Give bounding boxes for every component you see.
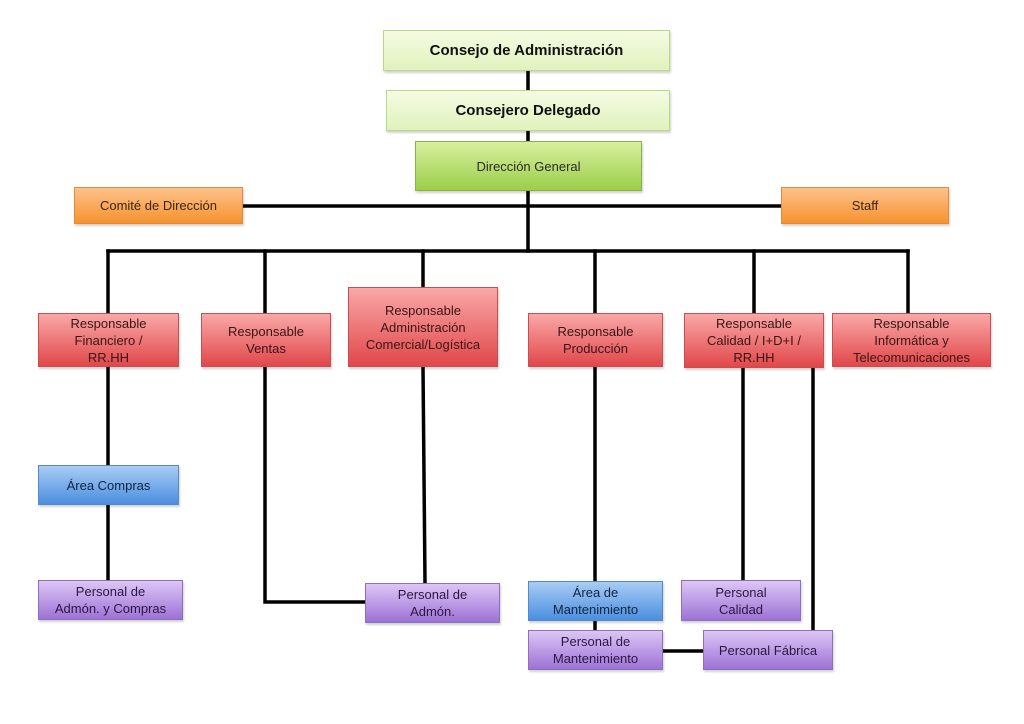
node-area-mantenimiento: Área de Mantenimiento (528, 581, 663, 621)
node-comite-direccion: Comité de Dirección (74, 187, 243, 224)
node-label: Personal de Admón. y Compras (54, 584, 167, 616)
node-label: Responsable Informática y Telecomunicaci… (852, 315, 971, 365)
node-resp-admin-comercial: Responsable Administración Comercial/Log… (348, 287, 498, 367)
node-label: Consejo de Administración (429, 42, 624, 59)
node-label: Responsable Financiero / RR.HH (70, 315, 147, 365)
node-personal-mantenimiento: Personal de Mantenimiento (528, 630, 663, 670)
node-resp-ventas: Responsable Ventas (201, 313, 331, 367)
node-label: Área de Mantenimiento (552, 585, 639, 617)
node-direccion-general: Dirección General (415, 141, 642, 191)
node-resp-produccion: Responsable Producción (528, 313, 663, 367)
node-resp-calidad: Responsable Calidad / I+D+I / RR.HH (684, 313, 824, 368)
node-label: Comité de Dirección (99, 198, 218, 213)
node-personal-fabrica: Personal Fábrica (703, 630, 833, 670)
node-label: Dirección General (476, 158, 581, 174)
node-area-compras: Área Compras (38, 465, 179, 505)
node-staff: Staff (781, 187, 949, 224)
node-personal-admon-compras: Personal de Admón. y Compras (38, 580, 183, 620)
node-label: Área Compras (66, 477, 151, 493)
node-label: Responsable Ventas (228, 324, 304, 356)
node-personal-admon: Personal de Admón. (365, 583, 500, 623)
node-label: Personal Calidad (715, 584, 767, 617)
node-resp-financiero: Responsable Financiero / RR.HH (38, 313, 179, 367)
node-label: Responsable Administración Comercial/Log… (365, 302, 481, 352)
node-label: Responsable Calidad / I+D+I / RR.HH (707, 316, 801, 365)
node-label: Staff (851, 198, 879, 213)
node-label: Consejero Delegado (455, 102, 601, 119)
node-consejo-administracion: Consejo de Administración (383, 30, 670, 71)
node-label: Personal de Mantenimiento (552, 634, 639, 666)
node-label: Personal de Admón. (397, 587, 468, 619)
node-label: Responsable Producción (557, 324, 634, 356)
edge-admincom-personal-admon (421, 365, 427, 585)
node-personal-calidad: Personal Calidad (681, 580, 801, 621)
node-label: Personal Fábrica (718, 642, 818, 658)
node-consejero-delegado: Consejero Delegado (386, 90, 670, 131)
node-resp-informatica: Responsable Informática y Telecomunicaci… (832, 313, 991, 367)
edge-ventas-personal-admon (263, 365, 368, 604)
